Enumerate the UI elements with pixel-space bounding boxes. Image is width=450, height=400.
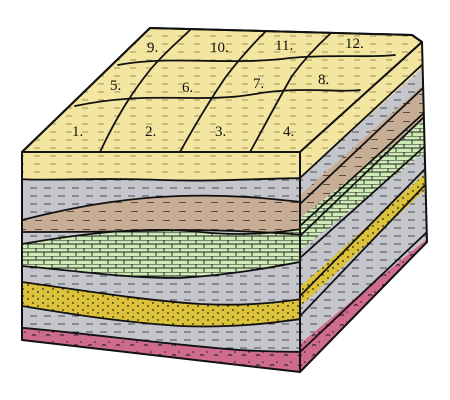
grid-label-4: 4. [283,124,294,140]
grid-label-7: 7. [253,76,264,92]
grid-label-10: 10. [210,40,229,56]
grid-label-2: 2. [145,124,156,140]
grid-label-9: 9. [147,40,158,56]
layer-green-limestone [22,226,300,278]
grid-labels: 1. 2. 3. 4. 5. 6. 7. 8. 9. 10. 11. 12. [72,36,364,140]
grid-label-5: 5. [110,78,121,94]
layer-sandy-top [22,152,300,181]
grid-label-12: 12. [345,36,364,52]
grid-label-1: 1. [72,124,83,140]
grid-label-8: 8. [318,72,329,88]
layer-brown-mudstone [22,195,300,236]
grid-label-3: 3. [215,124,226,140]
block-outline [21,27,428,373]
front-face [22,152,300,372]
grid-label-6: 6. [182,80,193,96]
grid-label-11: 11. [275,38,293,54]
